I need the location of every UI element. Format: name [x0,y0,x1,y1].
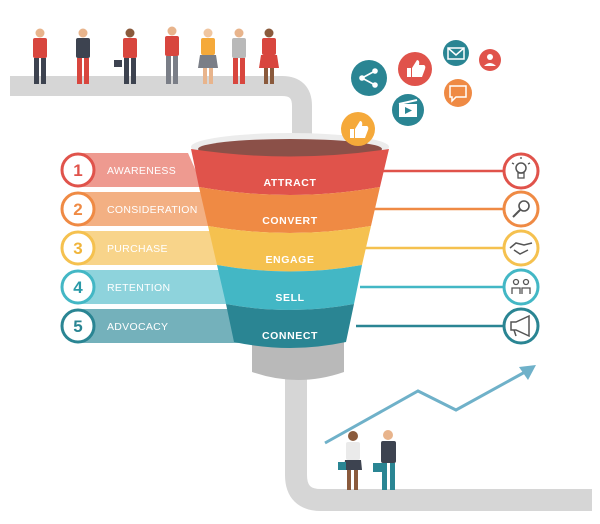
step-consideration: 2 CONSIDERATION [60,191,220,227]
step-label: PURCHASE [107,243,168,255]
step-number: 5 [73,317,82,336]
person-figure [232,28,246,84]
mail-icon [443,40,469,66]
people-icon [502,268,540,306]
step-advocacy: 5 ADVOCACY [60,308,246,344]
step-label: ADVOCACY [107,321,168,333]
handshake-icon [502,229,540,267]
steps-list: 1 AWARENESS 2 CONSIDERATION 3 PURCHASE 4… [60,152,246,344]
thumbs-up-icon [398,52,432,86]
right-icons [356,152,540,345]
step-label: CONSIDERATION [107,204,198,216]
growth-arrow [324,365,536,445]
step-label: AWARENESS [107,165,176,177]
person-figure [338,431,362,490]
person-figure [76,28,90,84]
people-bottom [338,430,396,490]
step-purchase: 3 PURCHASE [60,230,234,266]
stage-convert: CONVERT [262,215,318,227]
social-icons [341,40,501,146]
person-figure [198,28,218,84]
bottom-pipe [285,360,592,511]
stage-attract: ATTRACT [264,177,317,189]
stage-engage: ENGAGE [265,254,314,266]
stage-sell: SELL [275,292,304,304]
person-figure [33,28,47,84]
magnifier-icon [502,190,540,228]
like-icon [341,112,375,146]
stage-connect: CONNECT [262,330,318,342]
step-retention: 4 RETENTION [60,269,246,305]
person-figure [165,26,179,84]
video-icon [392,94,424,126]
step-number: 1 [73,161,82,180]
step-label: RETENTION [107,282,170,294]
step-number: 2 [73,200,82,219]
step-number: 3 [73,239,82,258]
person-figure [114,28,137,84]
people-top [33,26,279,84]
person-figure [259,28,279,84]
top-pipe [10,76,312,150]
funnel: ATTRACT CONVERT ENGAGE SELL CONNECT [191,133,389,380]
step-number: 4 [73,278,83,297]
step-awareness: 1 AWARENESS [60,152,203,188]
user-icon [479,49,501,71]
megaphone-icon [502,307,540,345]
share-icon [351,60,387,96]
chat-icon [444,79,472,107]
lightbulb-head-icon [502,152,540,190]
person-figure [373,430,396,490]
